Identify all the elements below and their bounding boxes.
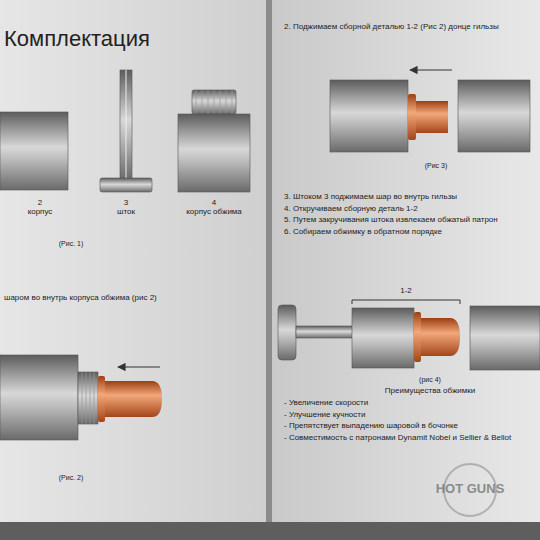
rod-flange — [100, 178, 152, 192]
page-title: Комплектация — [4, 26, 150, 52]
spine — [266, 0, 272, 522]
instruction-step: 2. Поджимаем сборной деталью 1-2 (Рис 2)… — [284, 22, 534, 32]
cartridge — [416, 101, 448, 133]
crimp-body-part — [352, 308, 414, 368]
callout-number: 3 — [106, 198, 146, 208]
advantage-item: - Увеличение скорости — [284, 398, 534, 408]
figure-caption: (Рис 3) — [396, 162, 476, 170]
body-part — [470, 306, 540, 370]
watermark: HOT GUNS — [420, 481, 520, 497]
section-heading: Преимущества обжимки — [360, 386, 500, 396]
figure-caption: (Рис. 1) — [36, 240, 106, 248]
cartridge-rim — [414, 312, 421, 362]
instruction-step: 6. Собираем обжимку в обратном порядке — [284, 227, 534, 237]
part-name: корпус — [6, 207, 74, 217]
crimp-body-part — [0, 355, 78, 440]
cartridge — [105, 381, 162, 417]
direction-arrow — [118, 366, 160, 367]
assembly-bracket — [352, 300, 460, 304]
left-page — [0, 0, 266, 522]
rod-highlight — [126, 70, 127, 180]
part-name: корпус обжима — [166, 207, 262, 217]
crimp-body-part — [330, 80, 408, 152]
advantage-item: - Совместимость с патронами Dynamit Nobe… — [284, 433, 534, 443]
instruction-step: шаром во внутрь корпуса обжима (рис 2) — [4, 293, 260, 303]
thread-lines — [196, 90, 232, 114]
callout-number: 2 — [20, 198, 60, 208]
assembly-label: 1-2 — [386, 286, 426, 296]
body-part — [0, 112, 68, 190]
instruction-step: 3. Штоком 3 поджимаем шар во внутрь гиль… — [284, 192, 534, 202]
callout-number: 4 — [194, 198, 234, 208]
cartridge — [421, 318, 460, 356]
thread-ring — [78, 372, 98, 424]
right-page — [272, 0, 540, 522]
cartridge-rim — [98, 376, 105, 422]
threaded-cap — [192, 90, 236, 114]
figure-caption: (рис 4) — [380, 376, 480, 384]
part-name: шток — [96, 207, 156, 217]
advantage-item: - Препятствует выпадению шаровой в бочон… — [284, 421, 534, 431]
instruction-step: 5. Путем закручивания штока извлекаем об… — [284, 215, 534, 225]
rod-flange — [278, 305, 296, 360]
instruction-step: 4. Откручиваем сборную деталь 1-2 — [284, 204, 534, 214]
advantage-item: - Улучшение кучности — [284, 410, 534, 420]
crimp-body-part — [178, 114, 250, 192]
cartridge-rim — [408, 94, 416, 140]
rod-part — [120, 70, 132, 180]
figure-caption: (Рис. 2) — [36, 474, 106, 482]
body-part — [458, 80, 530, 152]
direction-arrow — [410, 69, 452, 70]
thread-lines — [82, 372, 94, 424]
